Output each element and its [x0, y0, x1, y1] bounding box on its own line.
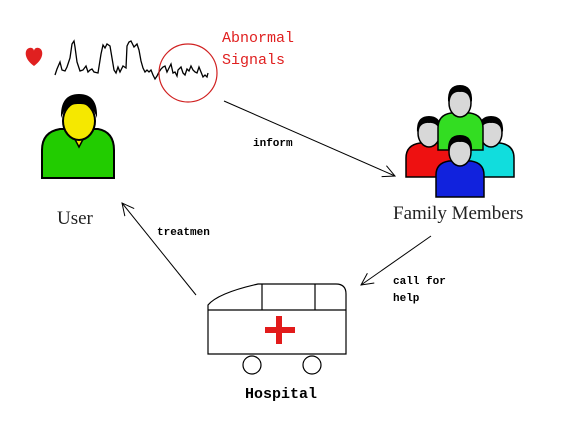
user-icon: [41, 94, 115, 179]
user-label: User: [57, 208, 93, 229]
ambulance-wheel-back: [302, 355, 322, 375]
inform-label: inform: [253, 138, 293, 150]
heartbeat-signal: [54, 39, 209, 81]
treatment-label: treatmen: [157, 227, 210, 239]
family-member-blue: [435, 135, 485, 198]
ambulance-icon: [207, 283, 347, 375]
arrow-treatment: [122, 203, 197, 296]
arrow-call-for-help: [361, 235, 432, 285]
ambulance-wheel-front: [242, 355, 262, 375]
abnormal-signals-label-line2: Signals: [222, 52, 286, 69]
call-for-help-label-line1: call for: [393, 276, 446, 288]
family-members-label: Family Members: [393, 203, 524, 224]
call-for-help-label-line2: help: [393, 293, 420, 305]
abnormal-signals-label-line1: Abnormal: [222, 30, 295, 47]
hospital-label: Hospital: [245, 386, 318, 403]
heart-icon: [25, 47, 43, 66]
family-group-icon: [405, 85, 515, 198]
family-member-green: [437, 85, 484, 151]
abnormal-highlight-circle: [158, 43, 218, 103]
arrow-inform: [223, 100, 395, 176]
